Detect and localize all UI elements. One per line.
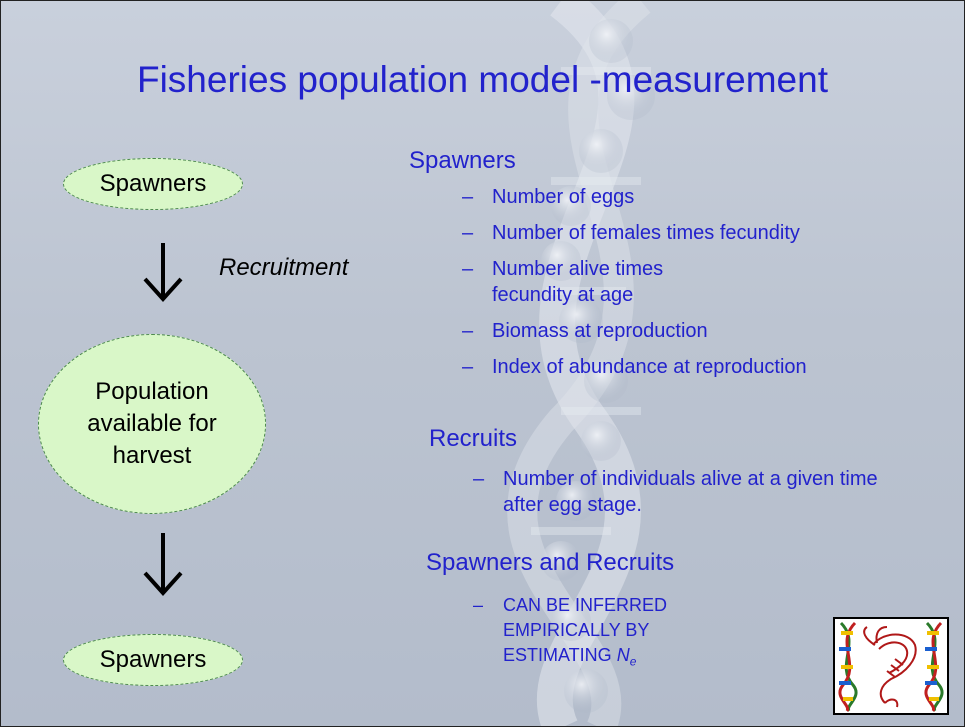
top-spawners-node: Spawners [63, 158, 243, 210]
population-line-2: available for [87, 410, 217, 438]
spawners-recruits-heading: Spawners and Recruits [426, 549, 675, 576]
list-item: Number alive times fecundity at age [462, 256, 742, 308]
dna-shrimp-logo [833, 617, 949, 715]
list-item: Number of eggs [462, 184, 922, 210]
inference-text: CAN BE INFERRED EMPIRICALLY BY ESTIMATIN… [503, 595, 668, 665]
list-item: Number of individuals alive at a given t… [473, 466, 883, 518]
down-arrow-icon [143, 243, 183, 302]
recruitment-label: Recruitment [219, 254, 349, 281]
list-item: Number of females times fecundity [462, 220, 922, 246]
spawners-bullet-list: Number of eggs Number of females times f… [462, 184, 922, 390]
list-item: Index of abundance at reproduction [462, 354, 922, 380]
population-line-3: harvest [112, 441, 192, 469]
population-line-1: Population [95, 378, 209, 406]
recruits-heading: Recruits [429, 425, 518, 452]
list-item: Biomass at reproduction [462, 318, 922, 344]
list-item: CAN BE INFERRED EMPIRICALLY BY ESTIMATIN… [473, 593, 753, 675]
spawners-heading: Spawners [409, 147, 516, 174]
population-node: Population available for harvest [38, 334, 266, 514]
spawners-recruits-bullet-list: CAN BE INFERRED EMPIRICALLY BY ESTIMATIN… [473, 593, 773, 685]
down-arrow-icon [143, 533, 183, 596]
bottom-spawners-label: Spawners [99, 646, 207, 674]
slide-title: Fisheries population model -measurement [136, 59, 828, 100]
ne-symbol: Ne [616, 645, 637, 669]
top-spawners-label: Spawners [99, 170, 207, 198]
bottom-spawners-node: Spawners [63, 634, 243, 686]
recruits-bullet-list: Number of individuals alive at a given t… [473, 466, 893, 528]
dna-shrimp-icon [838, 621, 944, 712]
